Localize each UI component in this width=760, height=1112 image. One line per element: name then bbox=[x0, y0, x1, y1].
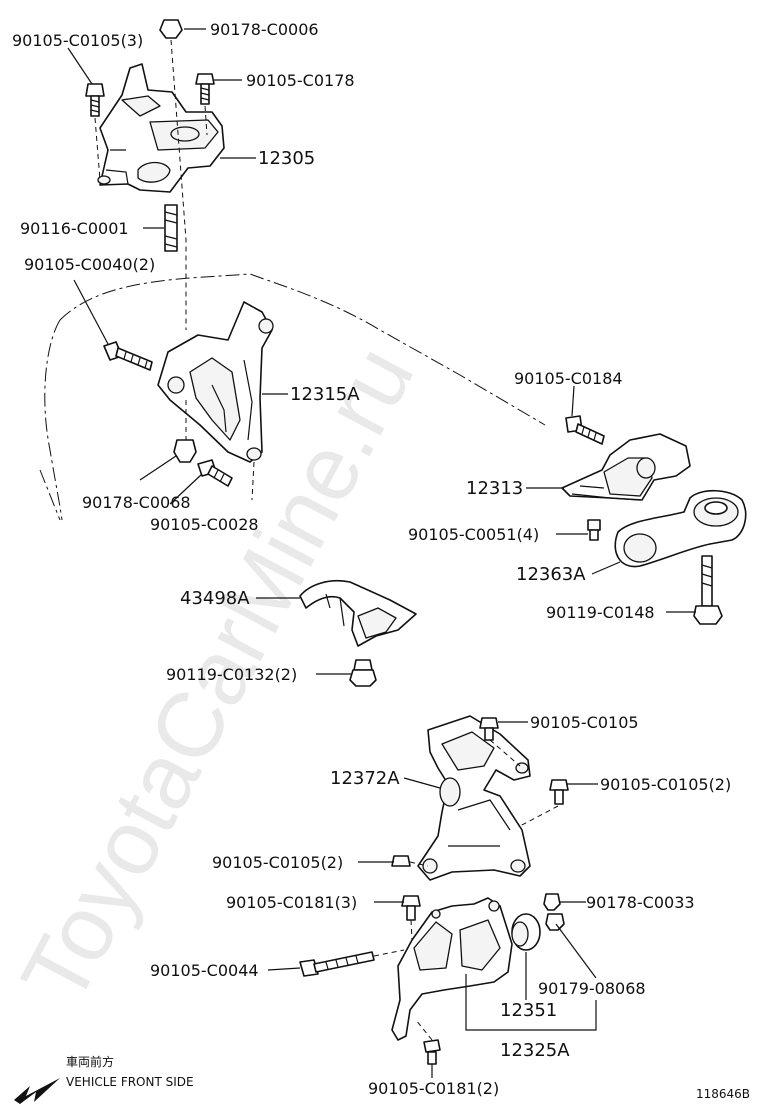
bolt-90105-C0105-upper bbox=[479, 717, 499, 741]
bolt-90105-C0181-lower bbox=[423, 1039, 441, 1065]
alignment-line-12372A bbox=[409, 739, 559, 867]
part-12305-mount-bracket bbox=[97, 63, 225, 193]
label-90178-C0068: 90178-C0068 bbox=[82, 493, 191, 512]
diagram-id: 118646B bbox=[696, 1087, 750, 1101]
vehicle-front-direction: 車両前方 VEHICLE FRONT SIDE bbox=[14, 1054, 194, 1104]
bolt-90105-C0040 bbox=[103, 341, 153, 371]
label-12325A: 12325A bbox=[500, 1040, 570, 1061]
label-90105-C0181-2: 90105-C0181(2) bbox=[368, 1079, 499, 1098]
part-12325A-lower-bracket bbox=[391, 897, 513, 1041]
label-90105-C0040-2: 90105-C0040(2) bbox=[24, 255, 155, 274]
label-90105-C0044: 90105-C0044 bbox=[150, 961, 259, 980]
label-12351: 12351 bbox=[500, 1000, 557, 1021]
stud-90116-C0001 bbox=[164, 204, 178, 252]
label-90119-C0132-2: 90119-C0132(2) bbox=[166, 665, 297, 684]
part-12351-bushing bbox=[511, 913, 541, 951]
label-90105-C0105-2-left: 90105-C0105(2) bbox=[212, 853, 343, 872]
front-arrow-icon bbox=[14, 1078, 60, 1104]
label-90116-C0001: 90116-C0001 bbox=[20, 219, 129, 238]
part-labels: 90105-C0105(3) 90178-C0006 90105-C0178 1… bbox=[12, 20, 731, 1098]
part-12372A-bracket bbox=[417, 715, 531, 881]
direction-label-jp: 車両前方 bbox=[66, 1054, 114, 1069]
label-90105-C0051-4: 90105-C0051(4) bbox=[408, 525, 539, 544]
nut-90178-C0033 bbox=[543, 893, 561, 911]
label-90105-C0184: 90105-C0184 bbox=[514, 369, 623, 388]
direction-label-en: VEHICLE FRONT SIDE bbox=[66, 1075, 194, 1089]
bolt-90105-C0044 bbox=[299, 951, 375, 977]
engine-outline bbox=[39, 273, 546, 521]
label-12313: 12313 bbox=[466, 478, 523, 499]
alignment-line-12315A bbox=[185, 400, 255, 501]
leader-lines bbox=[67, 28, 696, 1078]
bolt-90105-C0028 bbox=[197, 459, 233, 487]
label-90178-C0006: 90178-C0006 bbox=[210, 20, 319, 39]
bolt-90105-C0178 bbox=[195, 73, 215, 105]
label-90105-C0178: 90105-C0178 bbox=[246, 71, 355, 90]
bolt-90105-C0184 bbox=[565, 415, 605, 445]
label-90179-08068: 90179-08068 bbox=[538, 979, 646, 998]
bolt-90119-C0148 bbox=[693, 555, 723, 625]
bolt-90119-C0132 bbox=[349, 659, 377, 687]
bolt-90105-C0105-top bbox=[85, 83, 105, 117]
bolt-90105-C0105-left bbox=[391, 855, 411, 867]
part-12313-bracket bbox=[561, 433, 691, 501]
label-12305: 12305 bbox=[258, 148, 315, 169]
label-90105-C0105: 90105-C0105 bbox=[530, 713, 639, 732]
part-12363A-torque-rod bbox=[614, 489, 747, 568]
label-90105-C0105-2-right: 90105-C0105(2) bbox=[600, 775, 731, 794]
label-90178-C0033: 90178-C0033 bbox=[586, 893, 695, 912]
label-43498A: 43498A bbox=[180, 588, 250, 609]
nut-90178-C0068 bbox=[173, 439, 197, 463]
nut-90178-C0006 bbox=[159, 19, 183, 39]
bolt-90105-C0181-upper bbox=[401, 895, 421, 921]
bolt-90105-C0051 bbox=[587, 519, 601, 541]
part-43498A-heat-shield bbox=[299, 580, 417, 647]
label-90105-C0181-3: 90105-C0181(3) bbox=[226, 893, 357, 912]
label-12315A: 12315A bbox=[290, 384, 360, 405]
part-12315A-bracket bbox=[157, 301, 274, 463]
label-12372A: 12372A bbox=[330, 768, 400, 789]
nut-90179-08068 bbox=[545, 913, 565, 931]
label-90119-C0148: 90119-C0148 bbox=[546, 603, 655, 622]
label-12363A: 12363A bbox=[516, 564, 586, 585]
label-90105-C0105-3: 90105-C0105(3) bbox=[12, 31, 143, 50]
bolt-90105-C0105-right bbox=[549, 779, 569, 805]
label-90105-C0028: 90105-C0028 bbox=[150, 515, 259, 534]
alignment-line-12325A bbox=[373, 919, 433, 1041]
alignment-line-12305 bbox=[170, 39, 187, 330]
